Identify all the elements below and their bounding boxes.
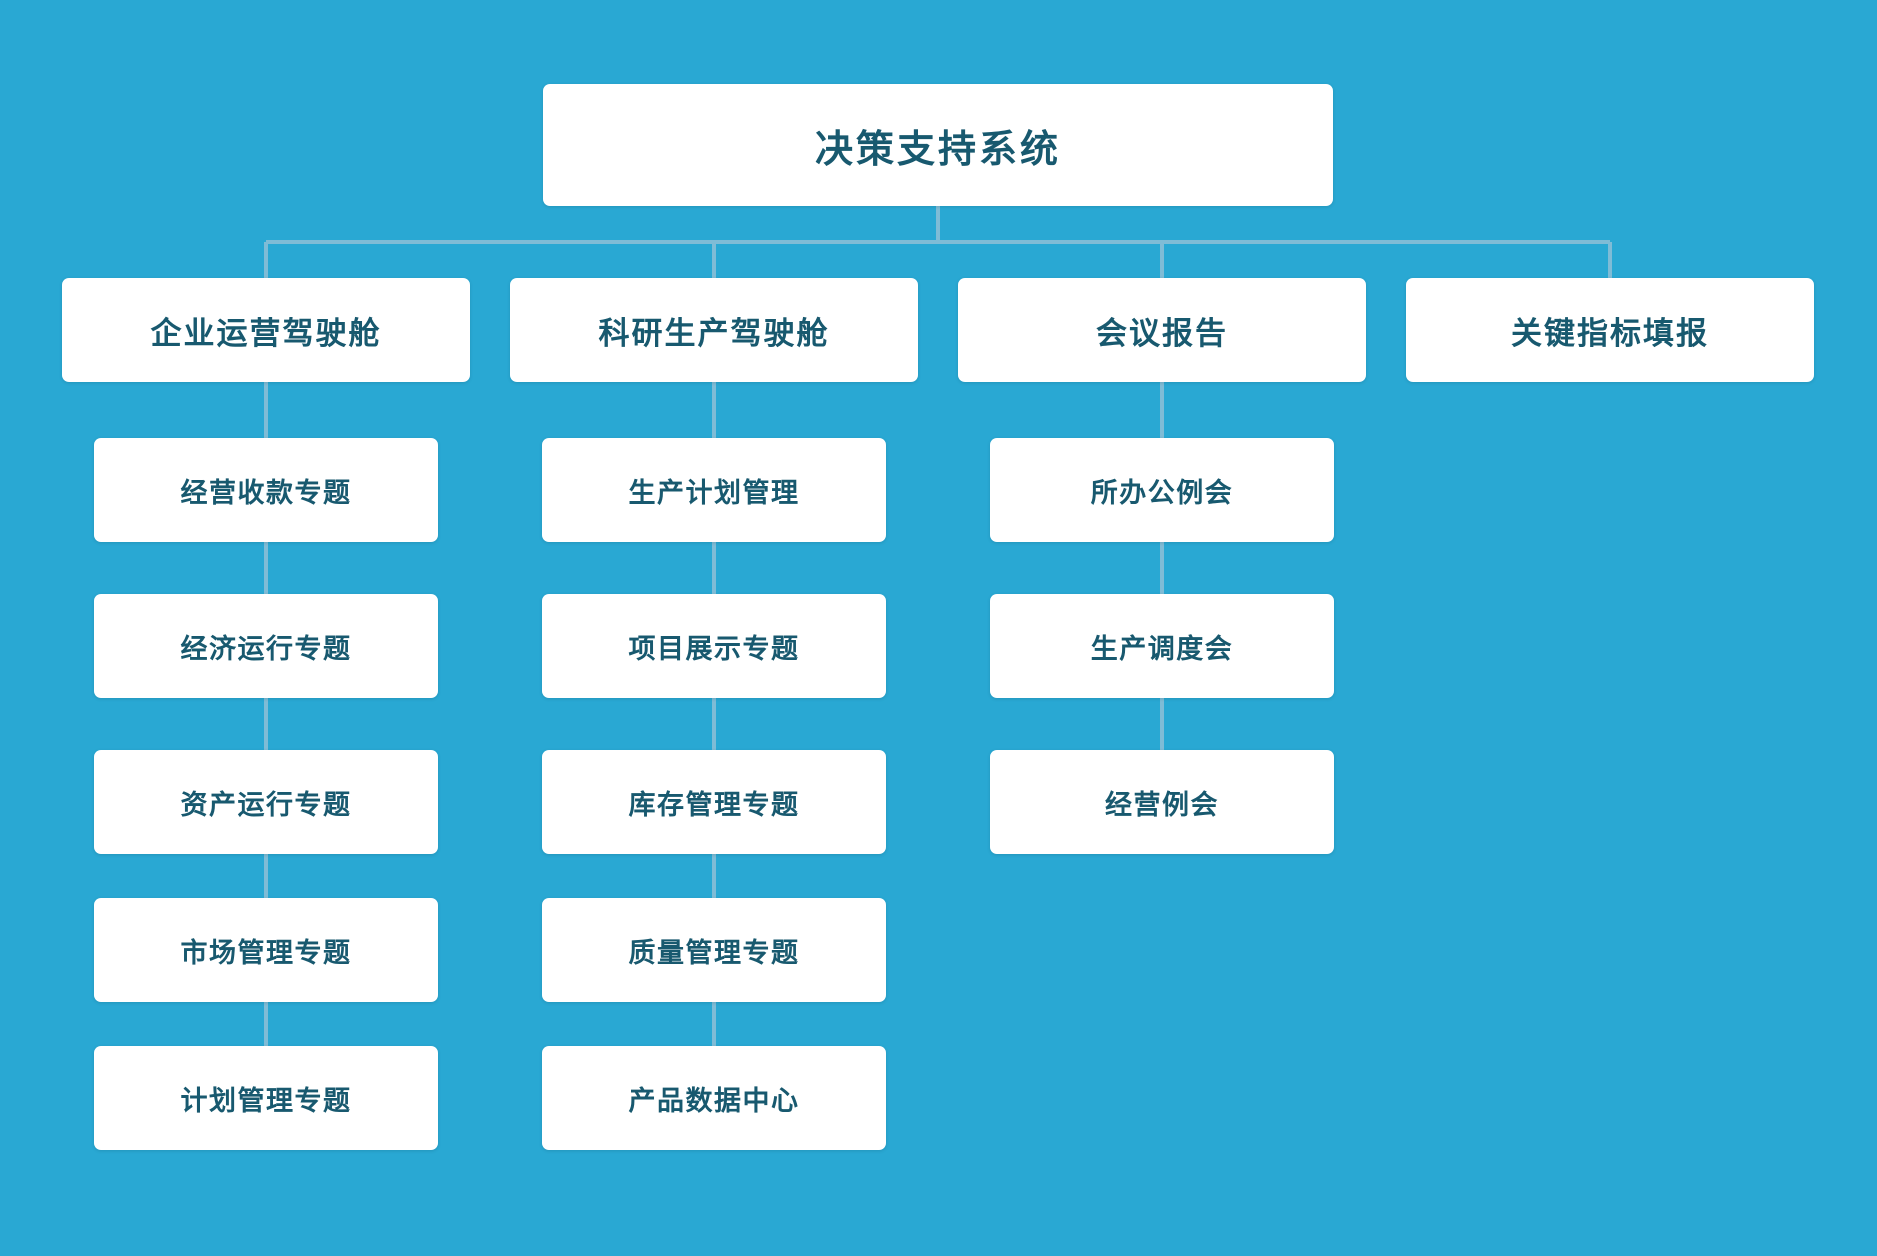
node-leaf-1-4-label: 产品数据中心 [628, 1085, 800, 1116]
node-leaf-1-3[interactable]: 质量管理专题 [542, 898, 886, 1002]
node-branch-1[interactable]: 科研生产驾驶舱 [510, 278, 918, 382]
node-leaf-1-3-label: 质量管理专题 [628, 937, 800, 968]
node-leaf-1-2-label: 库存管理专题 [628, 789, 800, 820]
node-leaf-2-1[interactable]: 生产调度会 [990, 594, 1334, 698]
node-leaf-0-2[interactable]: 资产运行专题 [94, 750, 438, 854]
node-leaf-2-0-label: 所办公例会 [1090, 477, 1234, 508]
node-leaf-0-0-label: 经营收款专题 [180, 477, 352, 508]
node-leaf-1-1-label: 项目展示专题 [628, 633, 800, 664]
node-leaf-2-1-label: 生产调度会 [1090, 633, 1234, 664]
node-branch-3[interactable]: 关键指标填报 [1406, 278, 1814, 382]
node-branch-2[interactable]: 会议报告 [958, 278, 1366, 382]
node-leaf-0-1[interactable]: 经济运行专题 [94, 594, 438, 698]
node-root-label: 决策支持系统 [814, 128, 1061, 171]
node-leaf-1-0-label: 生产计划管理 [628, 477, 800, 508]
node-leaf-0-4[interactable]: 计划管理专题 [94, 1046, 438, 1150]
node-leaf-1-0[interactable]: 生产计划管理 [542, 438, 886, 542]
node-leaf-0-3-label: 市场管理专题 [180, 937, 352, 968]
node-leaf-0-4-label: 计划管理专题 [180, 1085, 352, 1116]
node-leaf-0-0[interactable]: 经营收款专题 [94, 438, 438, 542]
node-branch-0-label: 企业运营驾驶舱 [150, 315, 382, 351]
node-leaf-1-1[interactable]: 项目展示专题 [542, 594, 886, 698]
node-branch-2-label: 会议报告 [1096, 315, 1228, 351]
node-root[interactable]: 决策支持系统 [543, 84, 1333, 206]
node-leaf-0-1-label: 经济运行专题 [180, 633, 352, 664]
node-branch-3-label: 关键指标填报 [1511, 315, 1709, 351]
node-leaf-0-2-label: 资产运行专题 [180, 789, 352, 820]
node-leaf-2-2[interactable]: 经营例会 [990, 750, 1334, 854]
node-branch-0[interactable]: 企业运营驾驶舱 [62, 278, 470, 382]
node-branch-1-label: 科研生产驾驶舱 [598, 315, 830, 351]
node-leaf-1-2[interactable]: 库存管理专题 [542, 750, 886, 854]
node-leaf-1-4[interactable]: 产品数据中心 [542, 1046, 886, 1150]
node-leaf-2-2-label: 经营例会 [1105, 789, 1219, 820]
node-leaf-0-3[interactable]: 市场管理专题 [94, 898, 438, 1002]
node-leaf-2-0[interactable]: 所办公例会 [990, 438, 1334, 542]
